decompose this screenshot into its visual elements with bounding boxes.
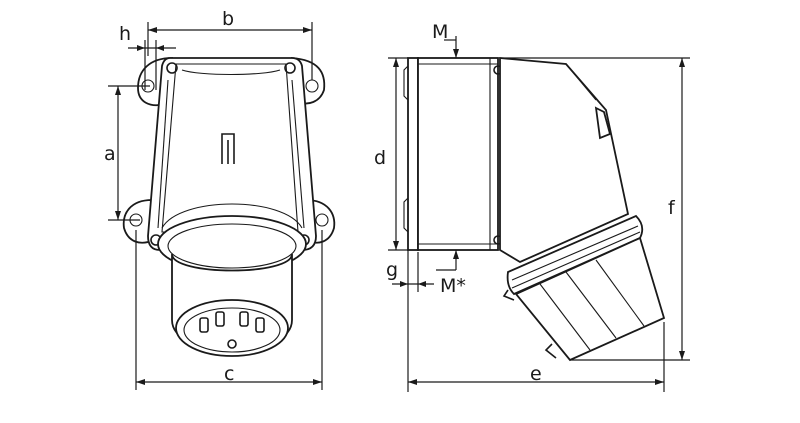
housing-shadow-left [157, 79, 169, 229]
front-view: h b a c [104, 8, 336, 390]
label-c: c [224, 363, 234, 385]
label-e: e [530, 363, 542, 385]
dimension-c [135, 230, 323, 390]
plug-face-inner [183, 307, 281, 353]
brand-logo-icon [221, 133, 235, 164]
angled-collar-ridges [511, 225, 641, 289]
housing-collar-curve [161, 203, 303, 229]
screw-top-left [166, 62, 178, 74]
angled-collar-hook [502, 289, 515, 301]
label-M-star: M* [440, 275, 466, 297]
side-view: M d g M* [374, 21, 690, 392]
housing-shadow-right [291, 79, 305, 229]
dimension-f [500, 57, 690, 361]
dimension-e [407, 292, 665, 392]
angled-plug-head [514, 236, 666, 362]
side-housing [417, 57, 499, 251]
label-b: b [222, 8, 234, 30]
angled-plug-rib [565, 63, 597, 101]
dimension-h [128, 40, 176, 90]
plug-pins [199, 311, 265, 349]
lower-left-ear [122, 199, 155, 244]
screw-top-right [284, 62, 296, 74]
housing-top-shoulder [181, 69, 281, 76]
label-f: f [668, 197, 676, 219]
dimension-g [392, 250, 434, 292]
dimension-b [147, 22, 313, 80]
angled-plug-clip [594, 106, 612, 140]
dimension-d [388, 57, 408, 251]
plug-face [175, 299, 289, 357]
label-g: g [386, 259, 398, 281]
wall-plate-notch-top [403, 65, 409, 101]
dimension-a [108, 85, 150, 221]
label-M: M [432, 21, 448, 43]
wall-plate [407, 57, 419, 251]
dimension-M-star [436, 250, 459, 271]
lower-right-hole [315, 213, 329, 227]
plug-collar-inner [167, 223, 297, 269]
angled-plug-head-lines [539, 259, 645, 351]
label-a: a [104, 143, 116, 165]
wall-plate-notch-bottom [403, 197, 409, 233]
angled-plug-tip [544, 343, 557, 359]
dimension-M [444, 36, 459, 58]
label-h: h [119, 23, 131, 45]
label-d: d [374, 147, 386, 169]
